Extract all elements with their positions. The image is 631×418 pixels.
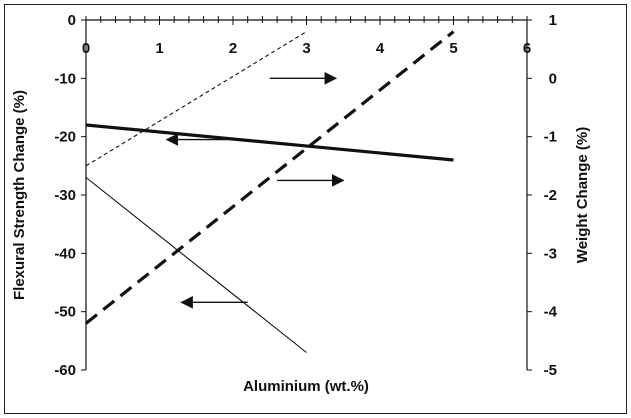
series-line-thin-solid xyxy=(85,177,307,353)
y-axis-title-right: Weight Change (%) xyxy=(574,127,591,263)
series-layer xyxy=(85,30,455,353)
y-right-tick-label: -1 xyxy=(544,129,557,146)
x-tick-label: 5 xyxy=(449,40,457,57)
y-left-tick-label: -50 xyxy=(54,304,76,321)
y-left-tick-label: -10 xyxy=(54,70,76,87)
x-axis-title: Aluminium (wt.%) xyxy=(243,378,369,395)
series-line-thick-solid xyxy=(85,123,454,162)
x-tick-label: 2 xyxy=(229,40,237,57)
y-right-tick-label: -2 xyxy=(544,187,557,204)
y-right-tick-label: -3 xyxy=(544,245,557,262)
y-axis-title-left: Flexural Strength Change (%) xyxy=(11,90,28,300)
axes-layer xyxy=(85,19,528,370)
y-left-tick-label: 0 xyxy=(68,12,76,29)
y-right-tick-label: -4 xyxy=(544,304,558,321)
y-right-tick-label: 0 xyxy=(549,70,557,87)
y-left-tick-label: -30 xyxy=(54,187,76,204)
x-tick-label: 0 xyxy=(82,40,90,57)
y-left-tick-label: -20 xyxy=(54,129,76,146)
ticks-layer: 0 1 2 3 4 5 6 0 -10 -20 -30 -40 -50 -60 1 0 -1 -2 -3 -4 -5 xyxy=(54,12,557,379)
series-line-thin-dashed xyxy=(85,31,307,167)
series-line-thick-dashed xyxy=(85,30,455,325)
x-tick-label: 1 xyxy=(155,40,163,57)
y-right-tick-label: -5 xyxy=(544,362,557,379)
annotation-layer xyxy=(165,72,345,309)
y-left-tick-label: -60 xyxy=(54,362,76,379)
x-tick-label: 6 xyxy=(523,40,531,57)
x-tick-label: 3 xyxy=(302,40,310,57)
y-left-tick-label: -40 xyxy=(54,245,76,262)
y-right-tick-label: 1 xyxy=(549,12,557,29)
chart-frame xyxy=(4,4,627,414)
x-tick-label: 4 xyxy=(376,40,385,57)
